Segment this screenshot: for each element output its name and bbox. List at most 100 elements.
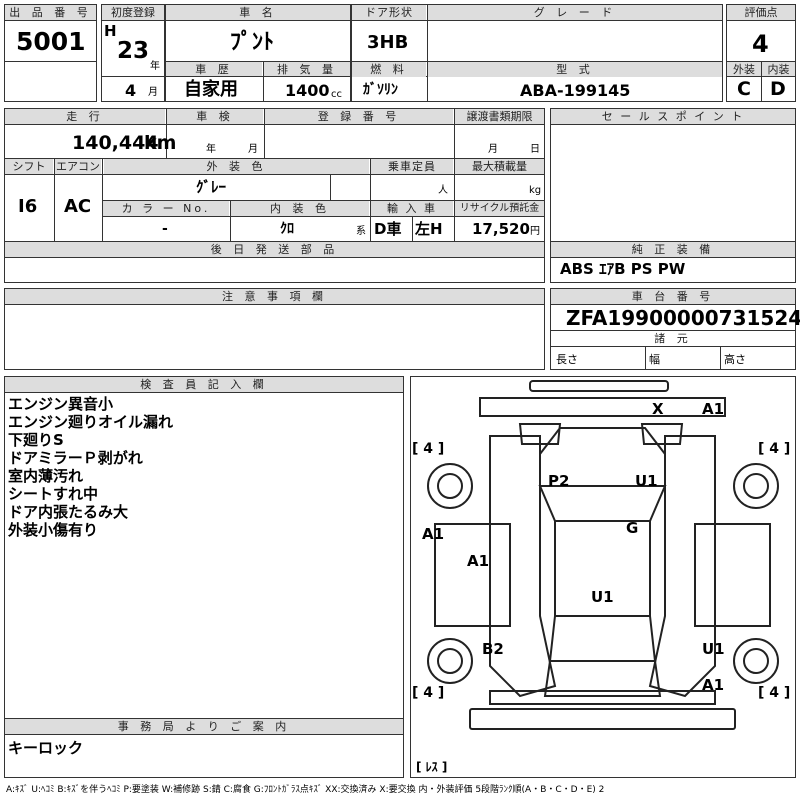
ac-label: エアコン [55, 159, 101, 174]
exterior-label: 外装 [727, 62, 761, 77]
lot-no-label: 出 品 番 号 [5, 5, 96, 20]
lot-no: 5001 [16, 27, 86, 56]
remark-line: エンジン異音小 [8, 395, 114, 413]
first-reg-year: 23 [117, 38, 150, 64]
tire-tread-fr: [ 4 ] [758, 441, 790, 457]
car-name: ﾌﾟﾝﾄ [230, 30, 275, 55]
genuine-equipment: ABS ｴｱB PS PW [560, 260, 686, 278]
month-unit: 月 [148, 87, 158, 98]
mileage-unit: km [144, 132, 177, 154]
inspection-label: 車 検 [167, 109, 263, 124]
import-h: 左H [415, 220, 443, 238]
sales-point-label: セ ー ル ス ポ イ ン ト [551, 109, 795, 124]
remark-line: エンジン廻りオイル漏れ [8, 413, 174, 431]
length-label: 長さ [556, 353, 578, 366]
damage-mark: U1 [702, 640, 725, 658]
transfer-day-unit: 日 [530, 144, 540, 155]
model-label: 型 式 [428, 62, 722, 77]
shift-label: シフト [5, 159, 53, 174]
grade-label: グ レ ー ド [428, 5, 722, 20]
genuine-label: 純 正 装 備 [551, 242, 795, 257]
fuel: ｶﾞｿﾘﾝ [363, 82, 398, 98]
remark-line: ドアミラーＰ剥がれ [8, 449, 143, 467]
first-reg-label: 初度登録 [102, 5, 164, 20]
car-name-label: 車 名 [166, 5, 350, 20]
damage-mark: A1 [702, 676, 724, 694]
damage-mark: A1 [467, 552, 489, 570]
inspector-label: 検 査 員 記 入 欄 [5, 377, 403, 392]
ext-color: ｸﾞﾚｰ [196, 178, 227, 196]
chassis-number: ZFA19900000731524 [566, 306, 800, 330]
remark-line: シートすれ中 [8, 485, 99, 503]
int-color: ｸﾛ [280, 221, 294, 237]
damage-mark: U1 [635, 472, 658, 490]
mileage: 140,444 [72, 132, 159, 154]
damage-mark: A1 [702, 400, 724, 418]
first-reg-month: 4 [125, 81, 137, 100]
int-color-label: 内 装 色 [231, 201, 369, 216]
damage-mark: B2 [482, 640, 504, 658]
insp-month-unit: 月 [248, 144, 258, 155]
mileage-label: 走 行 [5, 109, 165, 124]
car-diagram: X A1 P2 U1 G A1 A1 U1 B2 U1 A1 [ 4 ] [ 4… [412, 380, 790, 774]
car-diagram-box [410, 376, 796, 778]
fuel-label: 燃 料 [352, 62, 426, 77]
interior-grade: D [770, 78, 786, 100]
max-load-label: 最大積載量 [455, 159, 544, 174]
office-note: キーロック [8, 739, 84, 757]
capacity-unit: 人 [438, 185, 448, 196]
remark-line: 室内薄汚れ [8, 467, 84, 485]
remark-line: ドア内張たるみ大 [8, 503, 129, 521]
vehicle-info-box [4, 108, 545, 242]
exterior-grade: C [737, 78, 751, 100]
remark-line: 下廻りS [8, 431, 64, 449]
recycle-fee: 17,520 [472, 220, 530, 238]
ext-color-label: 外 装 色 [104, 159, 369, 174]
tire-tread-fl: [ 4 ] [412, 441, 444, 457]
transfer-label: 譲渡書類期限 [455, 109, 544, 124]
interior-label: 内装 [762, 62, 795, 77]
shift: I6 [18, 196, 38, 217]
displacement-unit: cc [331, 89, 342, 100]
tire-tread-rl: [ 4 ] [412, 685, 444, 701]
import-label: 輸 入 車 [371, 201, 453, 216]
damage-mark: X [652, 400, 664, 418]
int-color-unit: 系 [356, 226, 366, 237]
import-d: D車 [374, 220, 402, 238]
insp-year-unit: 年 [206, 144, 216, 155]
year-unit: 年 [150, 61, 160, 72]
chassis-label: 車 台 番 号 [551, 289, 795, 304]
damage-mark: G [626, 519, 638, 537]
grade-box [351, 4, 723, 102]
reg-no-label: 登 録 番 号 [265, 109, 453, 124]
displacement: 1400 [285, 81, 330, 100]
tire-tread-rr: [ 4 ] [758, 685, 790, 701]
model: ABA-199145 [520, 81, 631, 100]
history: 自家用 [184, 79, 238, 100]
score: 4 [752, 30, 769, 58]
max-load-unit: kg [529, 185, 542, 196]
capacity-label: 乗車定員 [371, 159, 453, 174]
color-no-label: カ ラ ー No. [103, 201, 229, 216]
damage-mark: U1 [591, 588, 614, 606]
inspector-box [4, 376, 404, 778]
specs-label: 諸 元 [551, 331, 795, 346]
damage-mark: A1 [422, 525, 444, 543]
office-label: 事 務 局 よ り ご 案 内 [5, 719, 403, 734]
width-label: 幅 [649, 353, 660, 366]
height-label: 高さ [724, 353, 746, 366]
remark-line: 外装小傷有り [8, 521, 99, 539]
legend: A:ｷｽﾞ U:ﾍｺﾐ B:ｷｽﾞを伴うﾍｺﾐ P:要塗装 W:補修跡 S:錆 … [6, 785, 605, 795]
spare-tire: [ ﾚｽ ] [416, 760, 447, 774]
sales-point-box [550, 108, 796, 242]
color-no: - [162, 221, 168, 237]
door-type: 3HB [367, 32, 409, 53]
transfer-month-unit: 月 [488, 144, 498, 155]
damage-mark: P2 [548, 472, 569, 490]
displacement-label: 排 気 量 [264, 62, 350, 77]
era: H [104, 22, 117, 40]
later-parts-label: 後 日 発 送 部 品 [5, 242, 544, 257]
recycle-unit: 円 [530, 226, 540, 237]
ac: AC [64, 196, 92, 217]
score-label: 評価点 [727, 5, 795, 20]
